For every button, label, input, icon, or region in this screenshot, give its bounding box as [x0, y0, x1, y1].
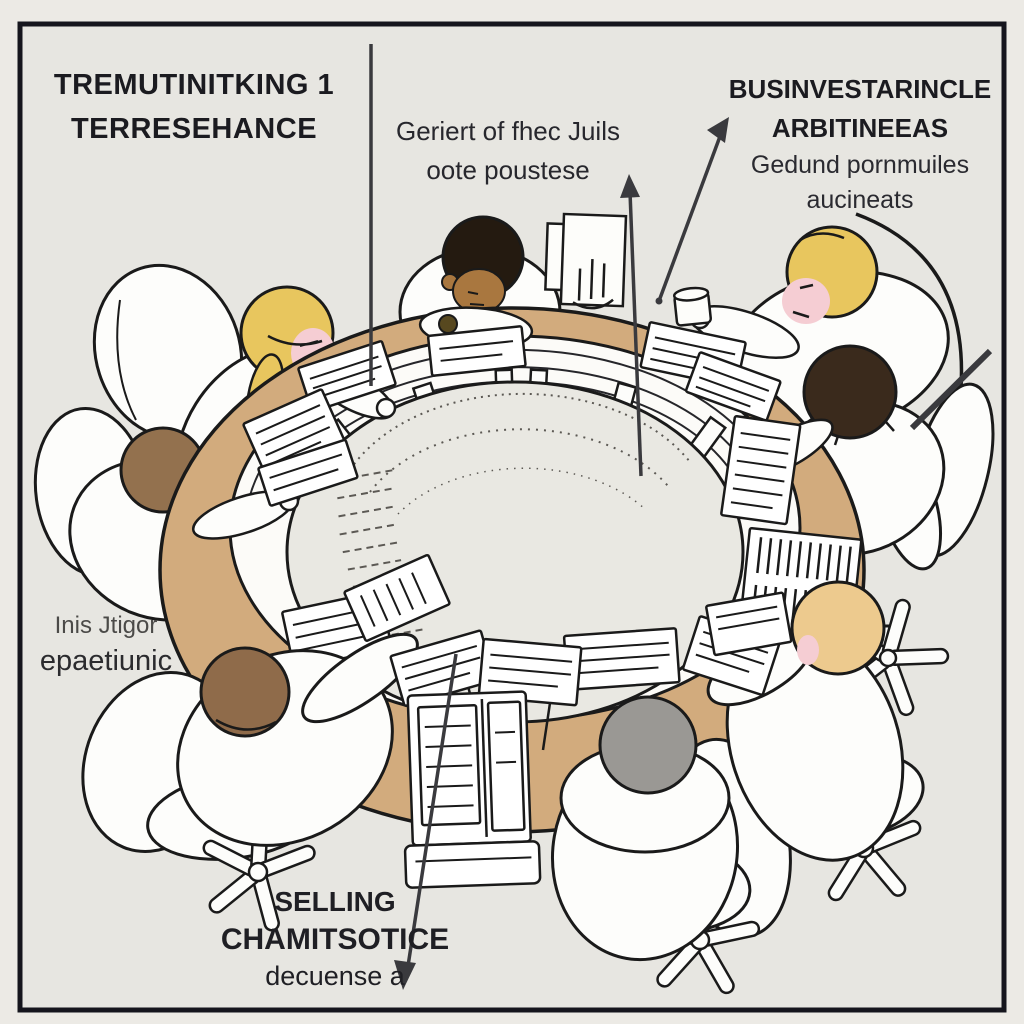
label-top-left: TREMUTINITKING 1 TERRESEHANCE: [34, 64, 354, 151]
chair-star-base: [833, 597, 950, 719]
paper-stand: [544, 212, 628, 310]
label-mid-left-line1: Inis Jtigor: [54, 612, 158, 639]
held-papers: [681, 591, 793, 696]
label-top-center-line2: oote poustese: [426, 155, 590, 185]
person-bottom-left: [176, 632, 419, 847]
arrow-up-icon: [620, 174, 643, 477]
wristwatch: [438, 314, 458, 334]
label-bottom-line1: SELLING: [274, 886, 396, 917]
arrow-up-right-icon: [655, 117, 729, 305]
label-top-right: BUSINVESTARINCLE ARBITINEEAS Gedund porn…: [700, 70, 1020, 218]
paper-stack: [389, 629, 583, 889]
diagonal-line-right: [909, 348, 993, 431]
label-top-right-line1: BUSINVESTARINCLE: [728, 74, 992, 104]
border-frame: [17, 21, 1007, 1013]
person-bottom-right: [681, 580, 905, 862]
chair-star-base: [200, 810, 318, 934]
label-mid-left-line2: epaetiunic: [39, 645, 173, 678]
label-bottom: SELLING CHAMITSOTICE decuense a: [168, 884, 502, 994]
label-top-right-line2: ARBITINEEAS: [771, 113, 949, 143]
label-mid-left: Inis Jtigor epaetiunic: [2, 610, 210, 682]
label-top-left-line2: TERRESEHANCE: [70, 112, 318, 145]
cup: [672, 286, 713, 327]
label-bottom-line3: decuense a: [265, 961, 405, 992]
person-bottom-center: [550, 695, 740, 962]
label-top-right-line4: aucineats: [806, 186, 914, 214]
annotations: [369, 44, 993, 990]
label-top-center: Geriert of fhec Juils oote poustese: [366, 112, 650, 190]
arrow-down-icon: [394, 653, 458, 990]
label-top-left-line1: TREMUTINITKING 1: [53, 69, 335, 101]
label-top-right-line3: Gedund pornmuiles: [750, 151, 970, 179]
label-bottom-line2: CHAMITSOTICE: [220, 923, 450, 957]
label-top-center-line1: Geriert of fhec Juils: [396, 116, 620, 146]
